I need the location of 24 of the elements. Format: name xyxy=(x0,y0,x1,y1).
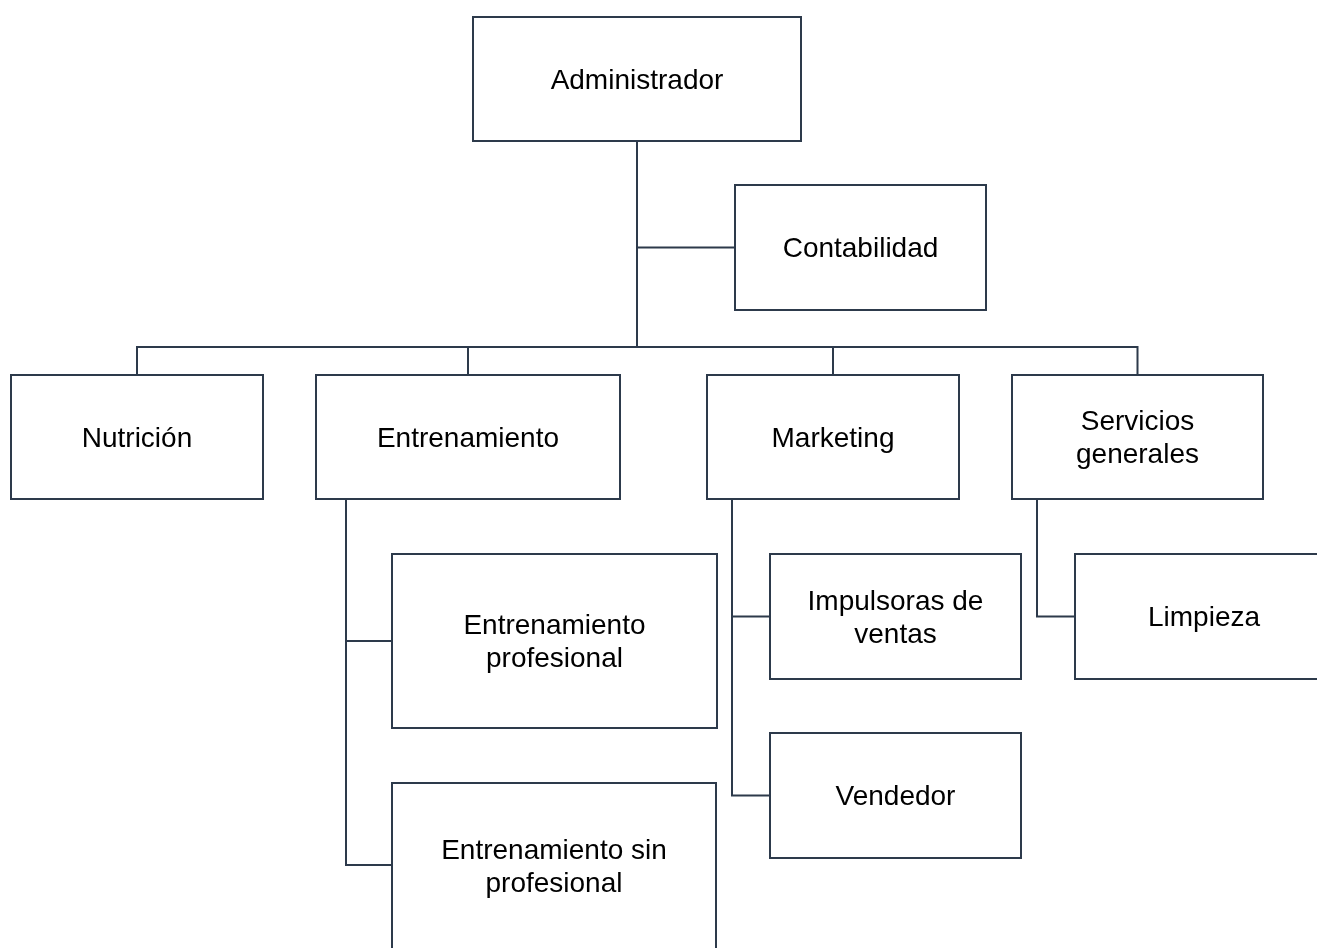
box-label: Contabilidad xyxy=(782,231,939,264)
box-label: Vendedor xyxy=(835,779,956,812)
org-box xyxy=(734,184,987,311)
org-box xyxy=(472,16,802,142)
org-box xyxy=(10,374,264,500)
org-box xyxy=(391,782,717,948)
org-box xyxy=(1074,553,1317,680)
box-label: Entrenamiento xyxy=(376,420,560,454)
org-box xyxy=(315,374,621,500)
org-box xyxy=(769,553,1022,680)
box-label: Administrador xyxy=(550,62,724,96)
box-label: Entrenamiento sin profesional xyxy=(440,833,668,899)
box-label: Limpieza xyxy=(1147,600,1261,633)
box-label: Nutrición xyxy=(81,420,193,454)
box-label: Impulsoras de ventas xyxy=(806,583,985,650)
connector-line xyxy=(731,499,770,797)
org-box xyxy=(1011,374,1264,500)
org-box xyxy=(769,732,1022,859)
org-box xyxy=(706,374,960,500)
connector-line xyxy=(1036,499,1075,618)
box-label: Servicios generales xyxy=(1075,404,1200,470)
box-label: Entrenamiento profesional xyxy=(462,608,647,674)
org-box xyxy=(391,553,718,729)
box-label: Marketing xyxy=(771,420,895,454)
